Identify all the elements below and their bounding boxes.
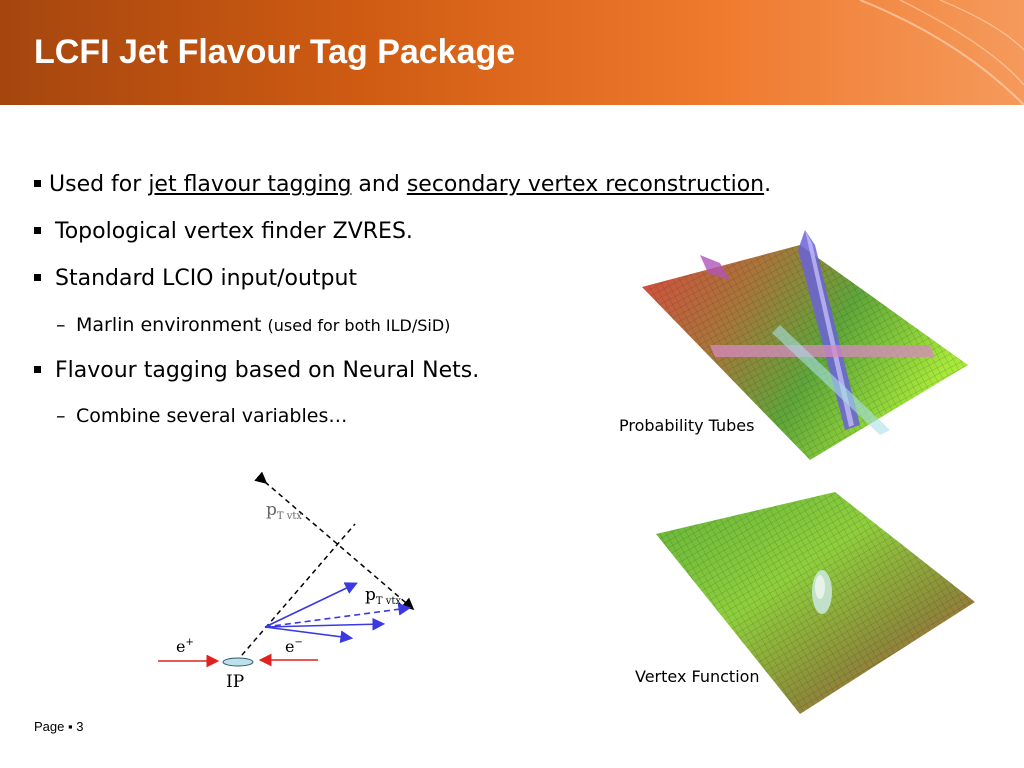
bullet-3-text: Standard LCIO input/output bbox=[55, 266, 358, 291]
bullet-2: Topological vertex finder ZVRES. bbox=[34, 219, 413, 244]
ptvtx-axis-line bbox=[254, 472, 415, 610]
bullet-1-mid: and bbox=[351, 172, 407, 197]
bullet-4-sub: –Combine several variables… bbox=[56, 405, 347, 427]
track-1 bbox=[264, 582, 358, 628]
bullet-square-icon bbox=[34, 180, 41, 187]
bullet-3-sub: –Marlin environment (used for both ILD/S… bbox=[56, 314, 450, 336]
slide-title: LCFI Jet Flavour Tag Package bbox=[34, 33, 516, 71]
header-decoration bbox=[859, 0, 1024, 105]
bullet-3-sub-note: (used for both ILD/SiD) bbox=[267, 316, 451, 335]
page-number: Page ▪ 3 bbox=[34, 719, 84, 734]
vertex-diagram: pT vtx pT vtx e+ e− IP bbox=[158, 472, 415, 692]
bullet-1: Used for jet flavour tagging and seconda… bbox=[34, 172, 771, 197]
track-2 bbox=[264, 617, 386, 631]
secondary-vertex-link[interactable]: secondary vertex reconstruction bbox=[406, 172, 765, 197]
vertex-function-plot bbox=[656, 492, 975, 714]
bullet-4-sub-text: Combine several variables… bbox=[76, 405, 348, 427]
track-3 bbox=[264, 626, 354, 644]
dash-icon: – bbox=[56, 405, 66, 427]
dash-icon: – bbox=[56, 314, 66, 336]
bullet-1-suffix: . bbox=[764, 172, 772, 197]
e-minus-label: e− bbox=[285, 637, 303, 656]
track-sum-dashed bbox=[264, 602, 412, 628]
ptvtx-right-label: pT vtx bbox=[365, 585, 401, 607]
title-bar: LCFI Jet Flavour Tag Package bbox=[0, 0, 1024, 105]
bullet-4: Flavour tagging based on Neural Nets. bbox=[34, 358, 479, 383]
bullet-3-sub-main: Marlin environment bbox=[76, 314, 268, 336]
e-plus-label: e+ bbox=[176, 637, 194, 656]
vertex-function-caption: Vertex Function bbox=[635, 667, 760, 686]
bullet-3: Standard LCIO input/output bbox=[34, 266, 357, 291]
probability-tubes-caption: Probability Tubes bbox=[619, 416, 755, 435]
ip-label: IP bbox=[226, 672, 244, 692]
bullet-square-icon bbox=[34, 366, 41, 373]
ptvtx-top-label: pT vtx bbox=[266, 500, 302, 522]
bullet-square-icon bbox=[34, 274, 41, 281]
probability-tubes-plot bbox=[642, 230, 968, 460]
ip-marker bbox=[222, 657, 254, 667]
bullet-2-text: Topological vertex finder ZVRES. bbox=[55, 219, 413, 244]
jet-flavour-tagging-link[interactable]: jet flavour tagging bbox=[148, 172, 352, 197]
bullet-square-icon bbox=[34, 227, 41, 234]
bullet-4-text: Flavour tagging based on Neural Nets. bbox=[55, 358, 480, 383]
bullet-1-prefix: Used for bbox=[49, 172, 149, 197]
